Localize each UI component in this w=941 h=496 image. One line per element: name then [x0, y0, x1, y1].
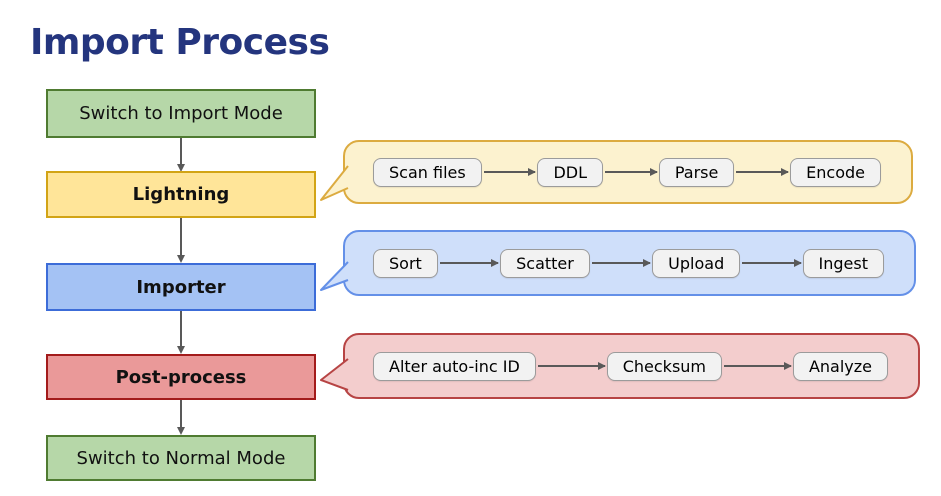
flow-step-label: Importer: [136, 276, 226, 298]
callout-lightning: Scan files DDL Parse Encode: [320, 140, 913, 204]
flow-step-switch-to-normal-mode: Switch to Normal Mode: [46, 435, 316, 481]
right-arrow-icon: [537, 361, 606, 370]
chip-sort: Sort: [373, 248, 438, 278]
chip-encode: Encode: [790, 157, 881, 187]
callout-tail-icon: [320, 261, 349, 291]
chip-ddl: DDL: [537, 157, 604, 187]
flow-step-importer: Importer: [46, 263, 316, 311]
callout-tail-icon: [320, 358, 349, 391]
flow-step-post-process: Post-process: [46, 354, 316, 400]
flow-step-label: Post-process: [115, 366, 247, 388]
flow-step-label: Lightning: [132, 184, 230, 205]
chip-upload: Upload: [652, 248, 741, 278]
right-arrow-icon: [591, 258, 652, 267]
flow-step-switch-to-import-mode: Switch to Import Mode: [46, 89, 316, 138]
right-arrow-icon: [605, 167, 658, 176]
page-title: Import Process: [30, 22, 330, 63]
callout-post-process: Alter auto-inc ID Checksum Analyze: [320, 333, 920, 399]
chip-checksum: Checksum: [606, 351, 722, 381]
down-arrow-icon: [176, 400, 185, 435]
down-arrow-icon: [176, 311, 185, 354]
chip-scatter: Scatter: [500, 248, 590, 278]
right-arrow-icon: [736, 167, 789, 176]
right-arrow-icon: [439, 258, 500, 267]
chip-scan-files: Scan files: [373, 157, 482, 187]
callout-tail-icon: [320, 165, 349, 201]
down-arrow-icon: [176, 138, 185, 172]
down-arrow-icon: [176, 218, 185, 263]
chip-ingest: Ingest: [802, 248, 884, 278]
chip-parse: Parse: [658, 157, 735, 187]
chip-analyze: Analyze: [792, 351, 888, 381]
callout-importer: Sort Scatter Upload Ingest: [320, 230, 916, 296]
flow-step-label: Switch to Normal Mode: [76, 447, 286, 469]
chip-alter-auto-inc-id: Alter auto-inc ID: [373, 351, 536, 381]
right-arrow-icon: [483, 167, 537, 176]
flow-step-label: Switch to Import Mode: [79, 103, 283, 124]
right-arrow-icon: [742, 258, 802, 267]
right-arrow-icon: [724, 361, 792, 370]
flow-step-lightning: Lightning: [46, 171, 316, 218]
